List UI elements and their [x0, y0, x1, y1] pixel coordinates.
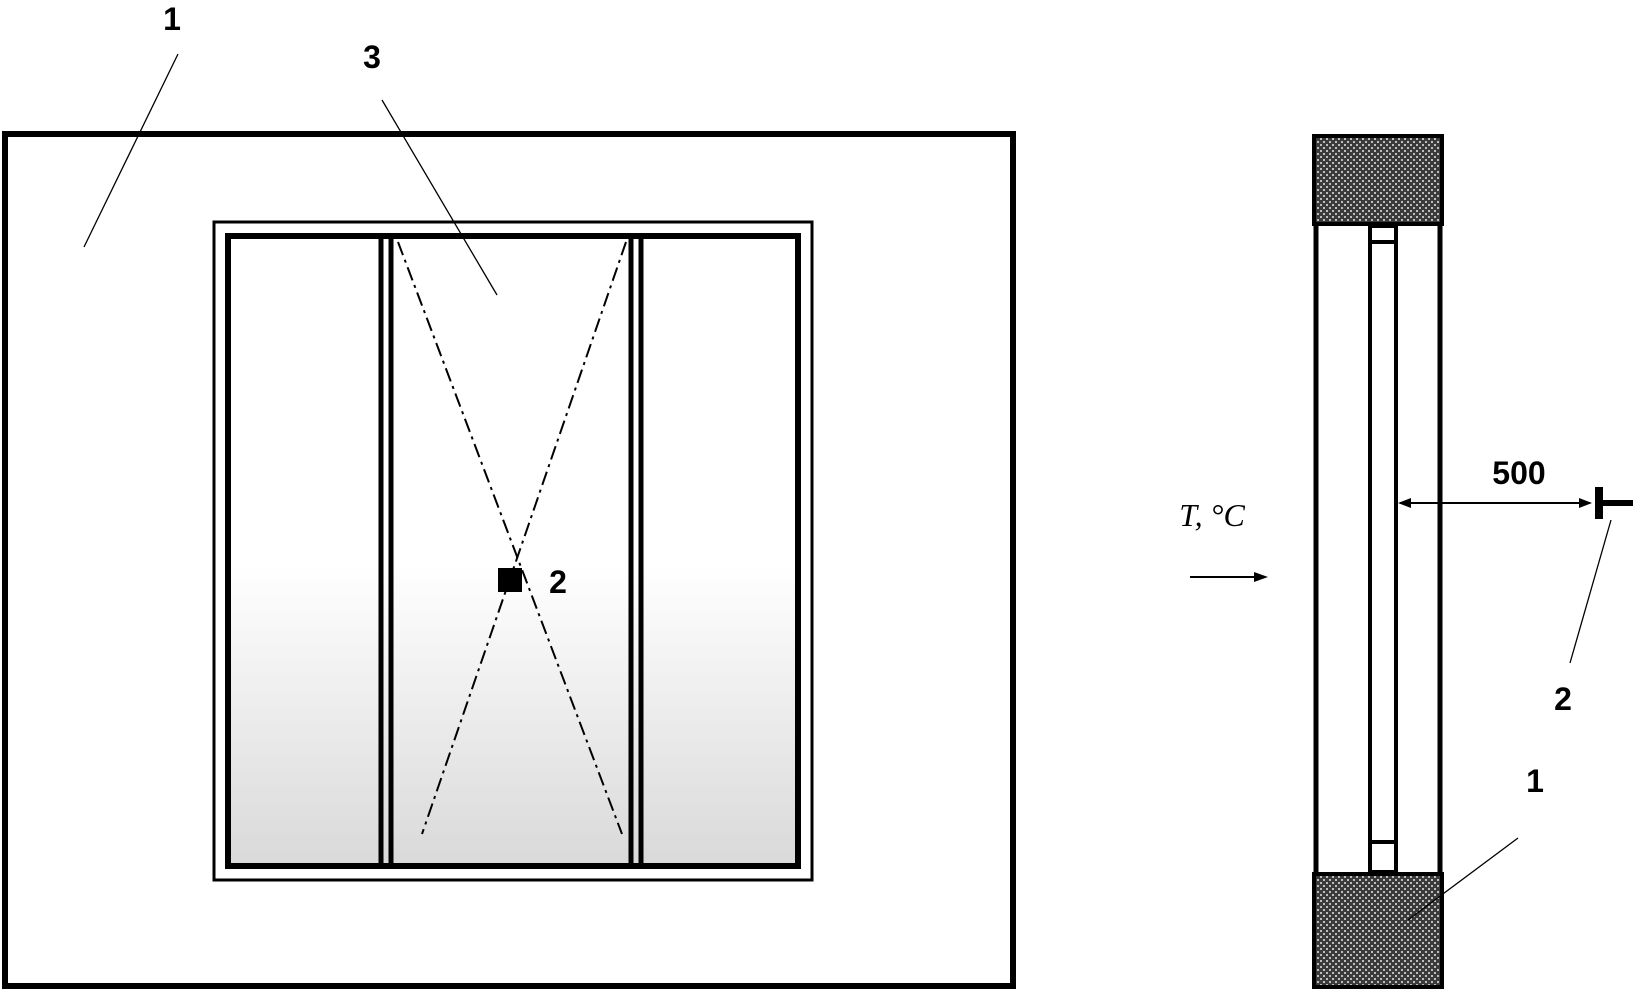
leader-line-wall-side — [1407, 837, 1519, 921]
distance-label: 500 — [1492, 455, 1545, 491]
label-wall: 1 — [163, 1, 181, 37]
sensor-marker — [498, 568, 522, 592]
wall-block-top — [1312, 134, 1444, 226]
leader-line-wall — [83, 53, 179, 248]
distance-dimension — [1398, 498, 1592, 508]
sash-diagonals — [397, 241, 627, 835]
label-window: 3 — [363, 39, 381, 75]
window-section — [1368, 224, 1398, 874]
label-wall-side: 1 — [1526, 763, 1544, 799]
wall-block-bottom — [1312, 872, 1444, 989]
front-view: 1 3 2 — [2, 1, 1016, 989]
window-mullion-left — [378, 236, 394, 866]
sensor-probe — [1595, 487, 1633, 519]
label-sensor: 2 — [549, 564, 567, 600]
heat-flow-label: T, °C — [1179, 497, 1245, 533]
side-view: 500 2 1 T, °C — [1179, 134, 1633, 989]
leader-line-window — [381, 99, 498, 296]
label-sensor-side: 2 — [1554, 681, 1572, 717]
window-mullion-right — [628, 236, 644, 866]
window-inner-frame — [225, 233, 801, 869]
heat-flow-arrow-icon — [1190, 572, 1268, 582]
leader-line-sensor — [1569, 519, 1612, 664]
